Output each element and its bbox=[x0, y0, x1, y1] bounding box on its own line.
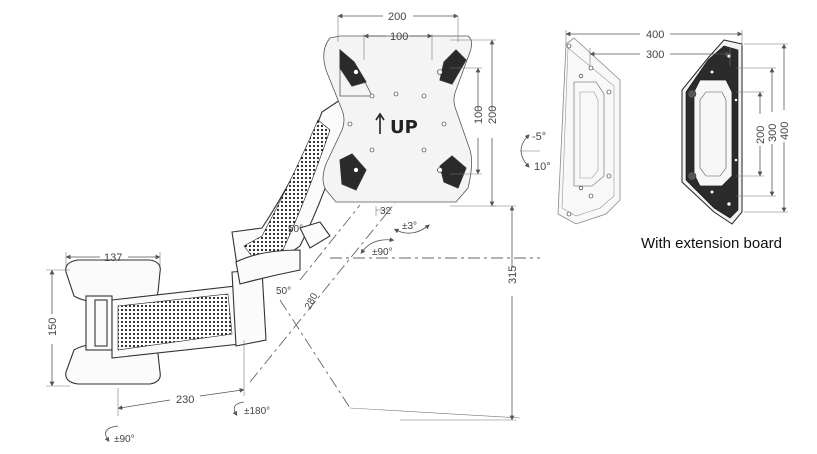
dim-height-200: 200 bbox=[487, 106, 499, 124]
wall-plate-dimensions: 137 150 230 ±180° ±90° bbox=[46, 252, 270, 445]
up-label: UP bbox=[390, 117, 418, 138]
offset-32-label: 32 bbox=[380, 206, 392, 217]
dim-width-100: 100 bbox=[390, 31, 408, 43]
ext-height-300: 300 bbox=[767, 124, 779, 142]
length-280-label: 280 bbox=[303, 291, 321, 311]
ext-height-400: 400 bbox=[779, 122, 791, 140]
tilt-indicator: -5° 10° bbox=[520, 131, 551, 173]
extension-board-caption: With extension board bbox=[641, 235, 782, 252]
upper-arm bbox=[231, 99, 349, 285]
height-315-dimension: 315 bbox=[400, 205, 519, 421]
dim-width-137: 137 bbox=[104, 252, 122, 264]
dim-depth-230: 230 bbox=[176, 394, 194, 406]
dim-height-315: 315 bbox=[507, 266, 519, 284]
extension-board-light bbox=[557, 37, 621, 225]
vesa-plate: UP bbox=[322, 35, 472, 203]
tilt-up-label: -5° bbox=[532, 131, 546, 143]
dim-height-100: 100 bbox=[473, 106, 485, 124]
angle-lower-label: 50° bbox=[276, 286, 291, 297]
extension-dimensions: 400 300 400 300 200 bbox=[565, 29, 791, 213]
dim-height-150: 150 bbox=[47, 318, 59, 336]
vesa-dimensions: 200 100 200 100 bbox=[337, 11, 499, 207]
wall-swivel-label: ±90° bbox=[114, 434, 135, 445]
ext-width-400: 400 bbox=[646, 29, 664, 41]
ext-height-200: 200 bbox=[755, 126, 767, 144]
ext-width-300: 300 bbox=[646, 49, 664, 61]
construction-lines bbox=[249, 202, 540, 419]
dim-width-200: 200 bbox=[388, 11, 406, 23]
tilt-small-label: ±3° bbox=[402, 221, 417, 232]
swivel-mid-label: ±90° bbox=[372, 247, 393, 258]
angle-upper-label: 50° bbox=[288, 224, 303, 235]
wall-plate bbox=[65, 259, 161, 385]
up-arrow-icon bbox=[375, 112, 385, 134]
tilt-down-label: 10° bbox=[534, 161, 551, 173]
lower-arm bbox=[111, 269, 267, 359]
rotation-180-label: ±180° bbox=[244, 406, 270, 417]
extension-board-dark bbox=[681, 39, 743, 225]
